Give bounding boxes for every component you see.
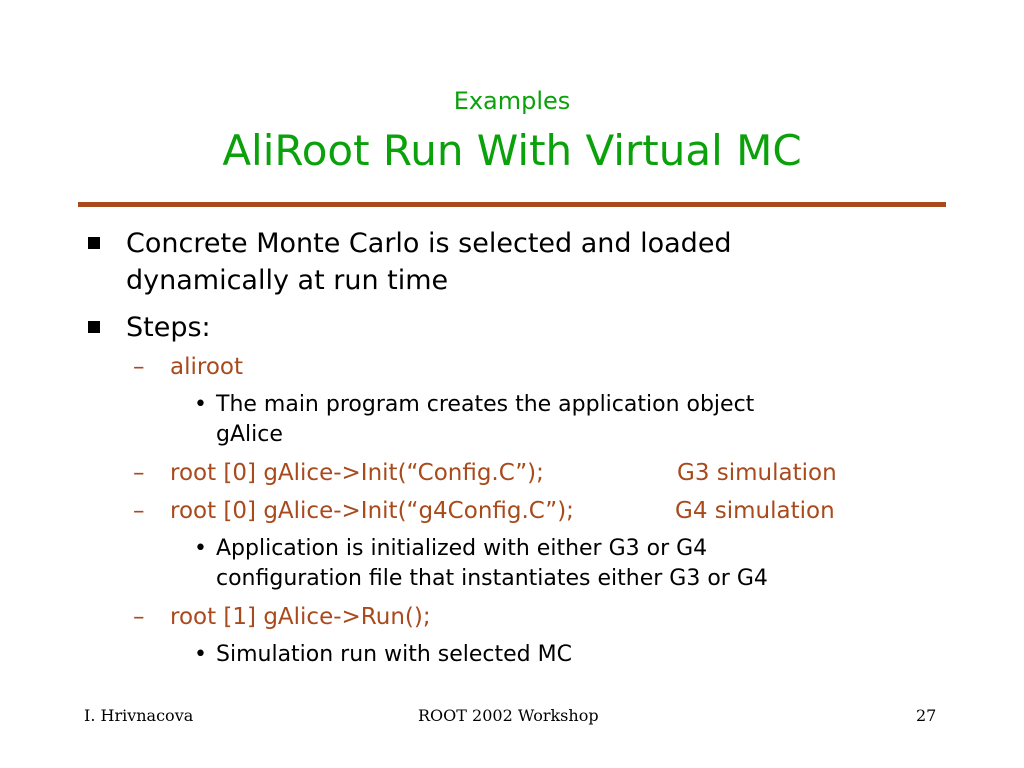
step-text: root [0] gAlice->Init(“Config.C”); [170,460,544,486]
dash-marker: – [133,460,145,486]
dash-marker: – [133,498,145,524]
note-text-line: Simulation run with selected MC [216,642,572,667]
title-divider [78,202,946,207]
step-text: root [0] gAlice->Init(“g4Config.C”); [170,498,574,524]
slide-subtitle: Examples [453,87,571,115]
note-text-line: gAlice [216,422,283,447]
bullet-text-line: Steps: [126,312,211,343]
bullet-text-line: Concrete Monte Carlo is selected and loa… [126,228,732,259]
note-text-line: Application is initialized with either G… [216,536,708,561]
step-text: aliroot [170,354,243,380]
note-text-line: configuration file that instantiates eit… [216,566,768,591]
note-text-line: The main program creates the application… [216,392,755,417]
dot-marker: • [194,536,207,561]
dot-marker: • [194,392,207,417]
dash-marker: – [133,604,145,630]
step-simulation-label: G4 simulation [675,498,835,524]
footer-author: I. Hrivnacova [84,706,194,725]
slide-title: AliRoot Run With Virtual MC [222,126,802,175]
step-simulation-label: G3 simulation [677,460,837,486]
dash-marker: – [133,354,145,380]
dot-marker: • [194,642,207,667]
square-bullet-icon [88,237,100,249]
footer-page-number: 27 [916,706,937,725]
footer-event: ROOT 2002 Workshop [418,706,599,725]
step-text: root [1] gAlice->Run(); [170,604,431,630]
square-bullet-icon [88,321,100,333]
bullet-text-line: dynamically at run time [126,265,449,296]
